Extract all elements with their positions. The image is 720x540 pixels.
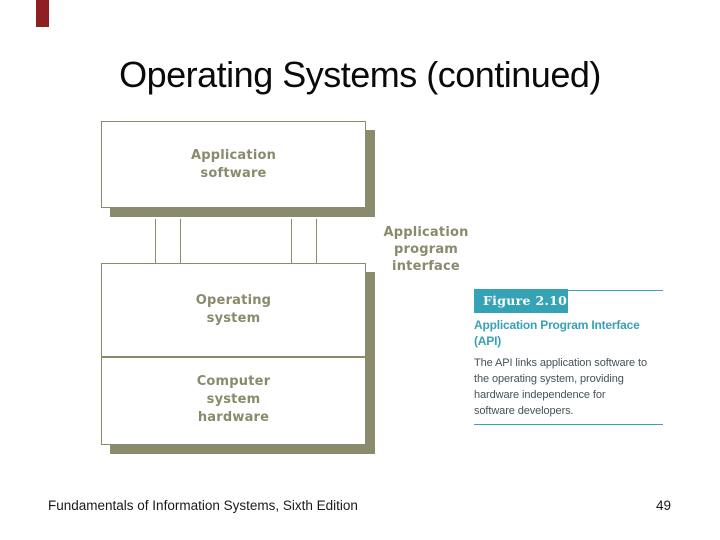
api-connector-line <box>180 219 181 264</box>
page-title: Operating Systems (continued) <box>119 54 601 95</box>
api-connector-line <box>291 219 292 264</box>
figure-subtitle: Application Program Interface (API) <box>474 317 674 349</box>
figure-subtitle-line1: Application Program Interface <box>474 318 640 332</box>
computer-hardware-label-line3: hardware <box>197 410 270 425</box>
operating-system-label-line2: system <box>206 311 261 326</box>
api-connector-line <box>316 219 317 264</box>
figure-caption-body: The API links application software to th… <box>474 355 674 419</box>
application-software-cell: Application software <box>102 122 365 207</box>
page-number: 49 <box>655 498 671 513</box>
figure-caption-body-line1: The API links application software to <box>474 357 648 369</box>
figure-caption-bottom-rule <box>474 424 663 425</box>
api-connector-label: Application program interface <box>350 224 502 275</box>
red-accent-mark <box>36 0 49 27</box>
computer-hardware-label-line2: system <box>206 392 261 407</box>
api-connector-label-line2: interface <box>392 259 460 274</box>
figure-caption-body-line4: software developers. <box>474 405 574 417</box>
application-software-label-line2: software <box>200 165 267 181</box>
os-hardware-box: Operating system Computer system hardwar… <box>101 263 366 445</box>
computer-hardware-cell: Computer system hardware <box>102 358 365 442</box>
api-connector-label-line1: Application program <box>383 225 469 257</box>
application-software-box: Application software <box>101 121 366 208</box>
figure-subtitle-line2: (API) <box>474 334 501 348</box>
operating-system-label-line1: Operating <box>195 293 272 308</box>
operating-system-cell: Operating system <box>102 264 365 358</box>
computer-hardware-label-line1: Computer <box>196 374 271 389</box>
figure-caption-body-line3: hardware independence for <box>474 389 606 401</box>
figure-caption-body-line2: the operating system, providing <box>474 373 624 385</box>
figure-caption-top-rule <box>474 290 663 291</box>
api-connector-line <box>155 219 156 264</box>
figure-number-badge: Figure 2.10 <box>474 289 568 313</box>
application-software-label-line1: Application <box>190 147 277 163</box>
footer-book-title: Fundamentals of Information Systems, Six… <box>48 498 358 513</box>
